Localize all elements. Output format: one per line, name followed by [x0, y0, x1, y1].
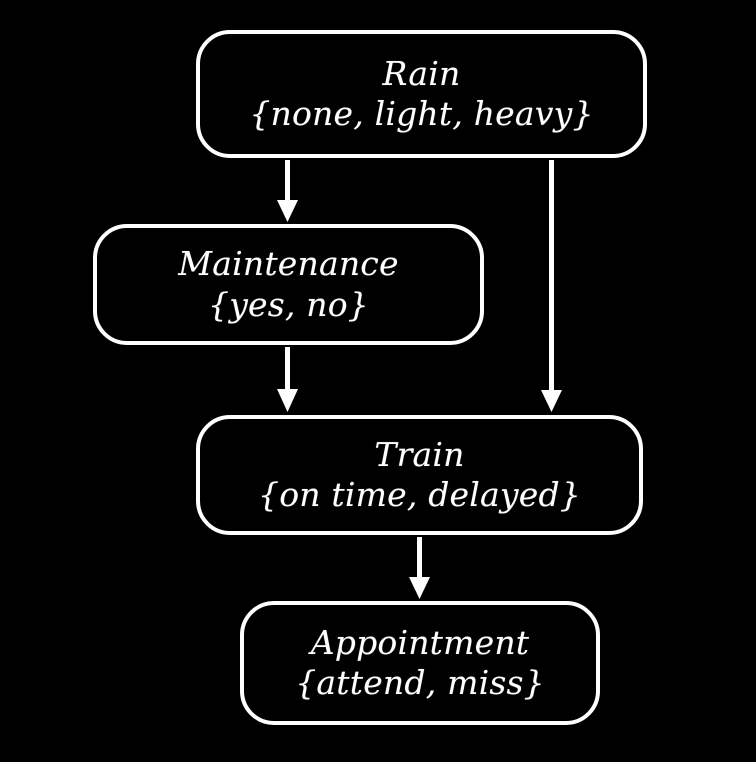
node-appointment-values: {attend, miss} [295, 663, 545, 702]
node-train-label: Train [374, 434, 465, 474]
node-rain-label: Rain [382, 53, 461, 93]
node-rain-values: {none, light, heavy} [249, 94, 594, 133]
node-train[interactable]: Train {on time, delayed} [196, 415, 643, 535]
node-appointment-label: Appointment [310, 622, 530, 662]
node-maintenance[interactable]: Maintenance {yes, no} [93, 224, 484, 345]
node-rain[interactable]: Rain {none, light, heavy} [196, 30, 647, 158]
node-appointment[interactable]: Appointment {attend, miss} [240, 601, 600, 725]
node-train-values: {on time, delayed} [258, 475, 581, 514]
node-maintenance-label: Maintenance [178, 244, 399, 284]
node-maintenance-values: {yes, no} [208, 284, 369, 324]
